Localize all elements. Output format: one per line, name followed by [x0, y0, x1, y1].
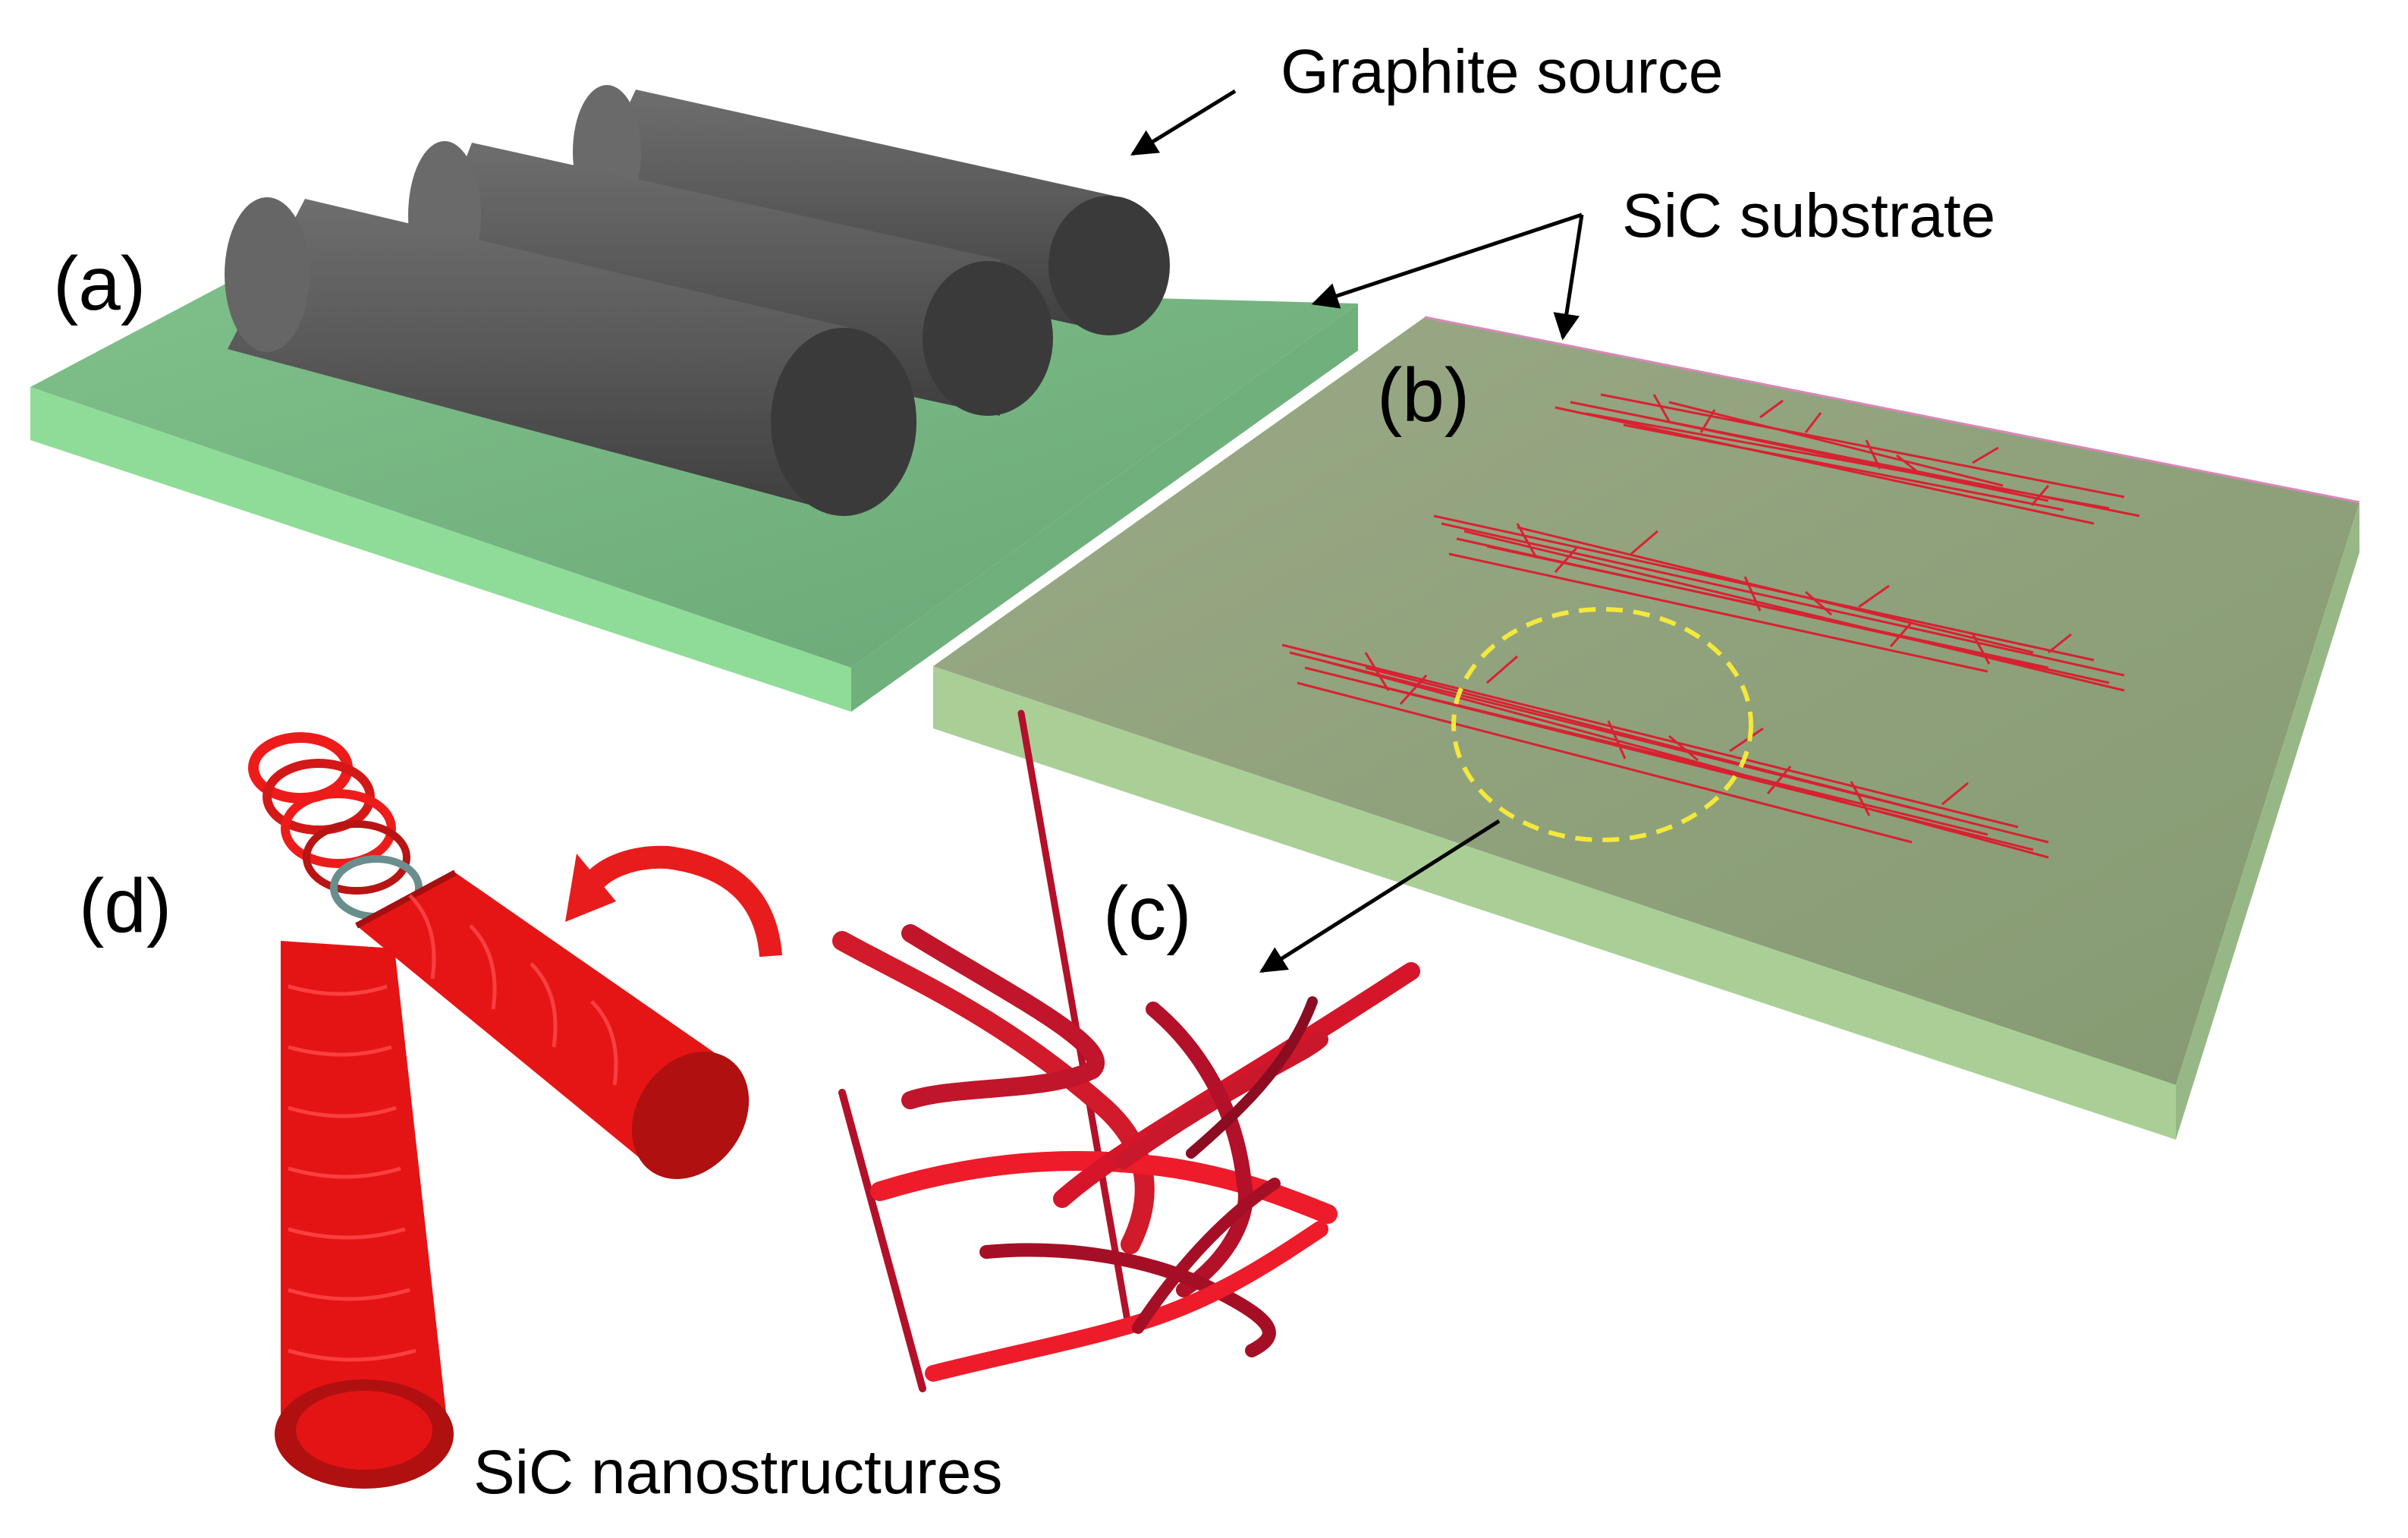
arrow-graphite-source: [1130, 89, 1237, 156]
panel-label-c: (c): [1103, 871, 1192, 956]
sic-substrate-label: SiC substrate: [1622, 181, 1995, 250]
panel-label-b: (b): [1377, 353, 1470, 438]
substrate-b: [933, 316, 2360, 1140]
nanowire-ribbon-9: [1186, 996, 1318, 1159]
highlight-circle: [1451, 607, 1753, 842]
graphite-rods: [225, 85, 1170, 516]
helical-nanotubes: [248, 732, 750, 1489]
helix-coil-top: [248, 732, 423, 920]
nanostructure-stripe-back: [1555, 393, 2140, 525]
panel-label-d: (d): [79, 863, 171, 948]
nanostructure-stripes: [1281, 393, 2140, 859]
nanowire-ribbon-8: [925, 1221, 1328, 1382]
callout-arrows: [1130, 89, 1584, 973]
nanowire-ribbon-10: [1132, 1178, 1281, 1334]
rotation-arrow-icon: [565, 845, 782, 958]
nanostructure-stripe-front: [1281, 643, 2049, 859]
arrow-substrate-a: [1311, 212, 1583, 309]
arrow-zoom-to-c: [1259, 819, 1501, 973]
graphite-source-label: Graphite source: [1281, 37, 1723, 106]
nanowire-ribbon-2: [901, 924, 1105, 1109]
nanowire-ribbon-3: [870, 1151, 1338, 1224]
nanowire-ribbon-6: [1146, 1002, 1253, 1297]
nanowire-ribbon-5: [1114, 1031, 1328, 1169]
nanostructure-stripe-middle: [1433, 514, 2125, 692]
panel-label-a: (a): [53, 241, 146, 326]
helix-tube-left: [275, 941, 454, 1489]
helix-tube-right: [355, 870, 750, 1179]
arrow-substrate-b: [1553, 214, 1584, 341]
nanowires-zoom: [832, 709, 1420, 1392]
nanowire-ribbon-7: [979, 1243, 1276, 1357]
nanowire-thin-2: [838, 1089, 926, 1392]
graphite-rod-front: [225, 197, 916, 516]
sic-nanostructures-label: SiC nanostructures: [473, 1438, 1002, 1507]
nanowire-thin-1: [1017, 709, 1131, 1324]
